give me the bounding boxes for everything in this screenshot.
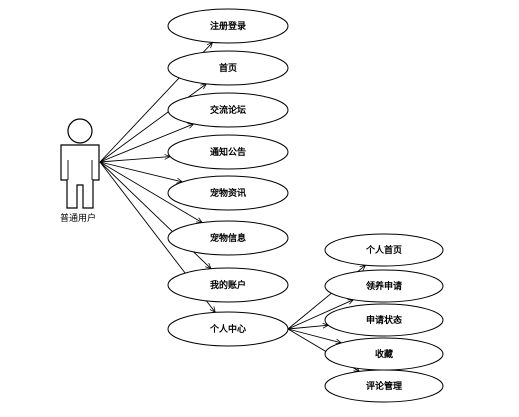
actor-body [60, 144, 100, 209]
use-case-pet-info: 宠物信息 [167, 220, 289, 256]
use-case-pet-info-label: 宠物信息 [210, 232, 246, 244]
use-case-home-label: 首页 [219, 62, 237, 74]
use-case-my-account-ellipse [167, 267, 289, 303]
use-case-home: 首页 [167, 50, 289, 86]
sub-use-case-adopt-apply-label: 领养申请 [366, 280, 402, 292]
sub-use-case-comment-manage-label: 评论管理 [366, 380, 402, 392]
use-case-register: 注册登录 [167, 8, 289, 44]
sub-use-case-apply-status-label: 申请状态 [366, 314, 402, 326]
sub-use-case-personal-home-ellipse [324, 233, 444, 267]
use-case-notice-label: 通知公告 [210, 146, 246, 158]
sub-use-case-personal-home: 个人首页 [324, 233, 444, 267]
use-case-forum-label: 交流论坛 [210, 104, 246, 116]
use-case-pet-info-ellipse [167, 220, 289, 256]
use-case-register-ellipse [167, 8, 289, 44]
edge-personal-center-apply-status [287, 325, 328, 330]
edge-actor-forum [99, 124, 194, 163]
use-case-pet-news-label: 宠物资讯 [210, 187, 246, 199]
use-case-notice: 通知公告 [167, 134, 289, 170]
use-case-pet-news: 宠物资讯 [167, 175, 289, 211]
edge-personal-center-favorites [287, 328, 341, 343]
sub-use-case-comment-manage: 评论管理 [324, 369, 444, 403]
use-case-my-account: 我的账户 [167, 267, 289, 303]
use-case-forum-ellipse [167, 92, 289, 128]
actor-figure [60, 118, 100, 209]
actor-label: 普通用户 [60, 212, 96, 224]
edge-personal-center-adopt-apply [287, 299, 353, 330]
sub-use-case-favorites: 收藏 [324, 337, 444, 371]
use-case-forum: 交流论坛 [167, 92, 289, 128]
use-case-register-label: 注册登录 [210, 20, 246, 32]
use-case-home-ellipse [167, 50, 289, 86]
use-case-personal-center-ellipse [167, 311, 289, 347]
use-case-personal-center-label: 个人中心 [209, 323, 246, 335]
sub-use-case-apply-status-ellipse [324, 303, 444, 337]
sub-use-case-favorites-label: 收藏 [375, 348, 393, 360]
sub-use-case-personal-home-label: 个人首页 [365, 244, 402, 256]
use-case-my-account-label: 我的账户 [210, 279, 246, 291]
use-case-pet-news-ellipse [167, 175, 289, 211]
sub-use-case-apply-status: 申请状态 [324, 303, 444, 337]
edge-actor-pet-news [99, 161, 182, 182]
use-case-notice-ellipse [167, 134, 289, 170]
sub-use-case-adopt-apply: 领养申请 [324, 269, 444, 303]
use-case-personal-center: 个人中心 [167, 311, 289, 347]
actor-head [67, 118, 93, 144]
sub-use-case-comment-manage-ellipse [324, 369, 444, 403]
edge-actor-my-account [99, 161, 211, 269]
edge-actor-pet-info [99, 161, 202, 223]
edge-actor-notice [99, 157, 170, 163]
sub-use-case-adopt-apply-ellipse [324, 269, 444, 303]
